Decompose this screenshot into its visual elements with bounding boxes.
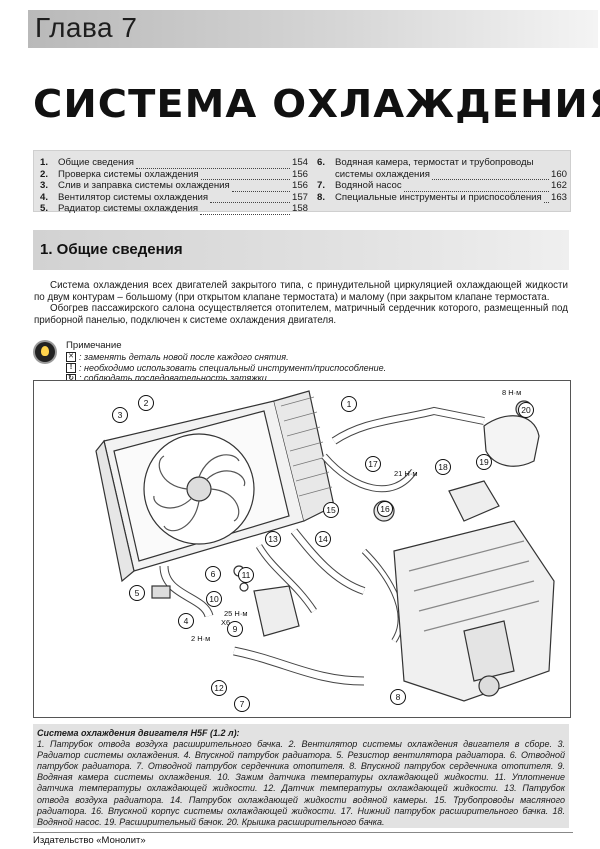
- toc-item[interactable]: 8. Специальные инструменты и приспособлен…: [317, 192, 567, 204]
- callout-marker: 14: [315, 531, 331, 547]
- chapter-label: Глава 7: [35, 12, 138, 43]
- section-header-bar: [33, 230, 569, 270]
- toc-leader: [231, 181, 290, 192]
- note-title: Примечание: [66, 340, 122, 351]
- callout-marker: 2: [138, 395, 154, 411]
- callout-marker: 15: [323, 502, 339, 518]
- toc-item[interactable]: 6. Водяная камера, термостат и трубопрово…: [317, 157, 567, 169]
- toc-text: Общие сведения: [58, 157, 134, 168]
- callout-marker: 20: [518, 402, 534, 418]
- toc-item[interactable]: 4. Вентилятор системы охлаждения 157: [40, 192, 308, 204]
- toc-item[interactable]: 1. Общие сведения 154: [40, 157, 308, 169]
- toc-number: 1.: [40, 157, 49, 168]
- note-text: : необходимо использовать специальный ин…: [79, 362, 387, 373]
- toc-number: 6.: [317, 157, 326, 168]
- toc-item-continued[interactable]: системы охлаждения 160: [317, 169, 567, 181]
- torque-label: 21 Н·м: [394, 469, 418, 478]
- toc-text: Слив и заправка системы охлаждения: [58, 180, 230, 192]
- callout-marker: 10: [206, 591, 222, 607]
- table-of-contents: 1. Общие сведения 154 2. Проверка системы о…: [33, 150, 571, 215]
- caption-text: 1. Патрубок отвода воздуха расширительно…: [37, 739, 565, 827]
- toc-text: Радиатор системы охлаждения: [58, 203, 199, 215]
- callout-marker: 5: [129, 585, 145, 601]
- toc-leader: [200, 169, 290, 181]
- chapter-header-bar: [28, 10, 598, 48]
- toc-item[interactable]: 2. Проверка системы охлаждения 156: [40, 169, 308, 181]
- toc-leader: [431, 169, 549, 181]
- cooling-system-diagram: 1 2 3 4 5 6 7 8 9 10 11 12 13 14 15 16 1…: [33, 380, 571, 718]
- toc-page: 160: [550, 168, 567, 180]
- toc-page: 158: [291, 203, 308, 215]
- toc-text: Водяная камера, термостат и трубопроводы: [335, 157, 534, 168]
- toc-leader: [210, 192, 290, 204]
- body-paragraph: Система охлаждения всех двигателей закры…: [34, 280, 568, 303]
- toc-item[interactable]: 3. Слив и заправка системы охлаждения 156: [40, 180, 308, 192]
- publisher-footer: Издательство «Монолит»: [33, 835, 146, 846]
- torque-label: X6: [221, 618, 231, 627]
- toc-leader: [135, 158, 290, 169]
- toc-text: Вентилятор системы охлаждения: [58, 191, 209, 203]
- toc-leader: [403, 181, 549, 192]
- toc-page: 162: [550, 180, 567, 192]
- callout-marker: 17: [365, 456, 381, 472]
- callout-marker: 19: [476, 454, 492, 470]
- figure-caption: Система охлаждения двигателя H5F (1.2 л)…: [33, 724, 569, 828]
- toc-number: 2.: [40, 168, 49, 180]
- toc-text: Специальные инструменты и приспособления: [335, 191, 542, 203]
- torque-label: 2 Н·м: [191, 634, 211, 643]
- toc-page: 154: [291, 157, 308, 168]
- callout-marker: 1: [341, 396, 357, 412]
- note-line: !: необходимо использовать специальный и…: [66, 363, 386, 374]
- note-block: Примечание ✕: заменять деталь новой посл…: [66, 340, 386, 384]
- callout-marker: 3: [112, 407, 128, 423]
- caption-title: Система охлаждения двигателя H5F (1.2 л)…: [37, 728, 240, 738]
- lightbulb-note-icon: [35, 342, 55, 362]
- toc-page: 156: [291, 168, 308, 180]
- toc-text: системы охлаждения: [335, 168, 430, 180]
- callout-marker: 9: [227, 621, 243, 637]
- toc-leader: [200, 204, 290, 215]
- toc-page: 156: [291, 180, 308, 192]
- note-text: : соблюдать последовательность затяжки.: [79, 373, 270, 384]
- toc-number: 8.: [317, 191, 326, 203]
- callout-marker: 11: [238, 567, 254, 583]
- diagram-illustration: [95, 390, 555, 702]
- toc-text: Водяной насос: [335, 180, 402, 192]
- callout-marker: 4: [178, 613, 194, 629]
- toc-page: 163: [550, 191, 567, 203]
- callout-marker: 12: [211, 680, 227, 696]
- toc-number: 4.: [40, 191, 49, 203]
- section-title: 1. Общие сведения: [40, 241, 183, 258]
- body-paragraph: Обогрев пассажирского салона осуществляе…: [34, 303, 568, 326]
- callout-marker: 16: [377, 501, 393, 517]
- toc-number: 5.: [40, 203, 49, 215]
- toc-number: 3.: [40, 180, 49, 192]
- toc-column-left: 1. Общие сведения 154 2. Проверка системы о…: [40, 157, 308, 215]
- toc-item[interactable]: 5. Радиатор системы охлаждения 158: [40, 203, 308, 215]
- footer-divider: [33, 832, 573, 833]
- note-line: ✕: заменять деталь новой после каждого с…: [66, 352, 386, 363]
- callout-marker: 6: [205, 566, 221, 582]
- toc-column-right: 6. Водяная камера, термостат и трубопрово…: [317, 157, 567, 204]
- toc-item[interactable]: 7. Водяной насос 162: [317, 180, 567, 192]
- special-tool-icon: !: [66, 362, 76, 373]
- toc-number: 7.: [317, 180, 326, 192]
- callout-marker: 8: [390, 689, 406, 705]
- replace-part-icon: ✕: [66, 352, 76, 363]
- torque-label: 8 Н·м: [502, 388, 522, 397]
- callout-marker: 13: [265, 531, 281, 547]
- callout-marker: 7: [234, 696, 250, 712]
- note-text: : заменять деталь новой после каждого сн…: [79, 351, 289, 362]
- callout-marker: 18: [435, 459, 451, 475]
- toc-text: Проверка системы охлаждения: [58, 168, 199, 180]
- page-title: СИСТЕМА ОХЛАЖДЕНИЯ: [33, 82, 600, 126]
- toc-page: 157: [291, 191, 308, 203]
- toc-leader: [543, 192, 549, 204]
- torque-label: 25 Н·м: [224, 609, 248, 618]
